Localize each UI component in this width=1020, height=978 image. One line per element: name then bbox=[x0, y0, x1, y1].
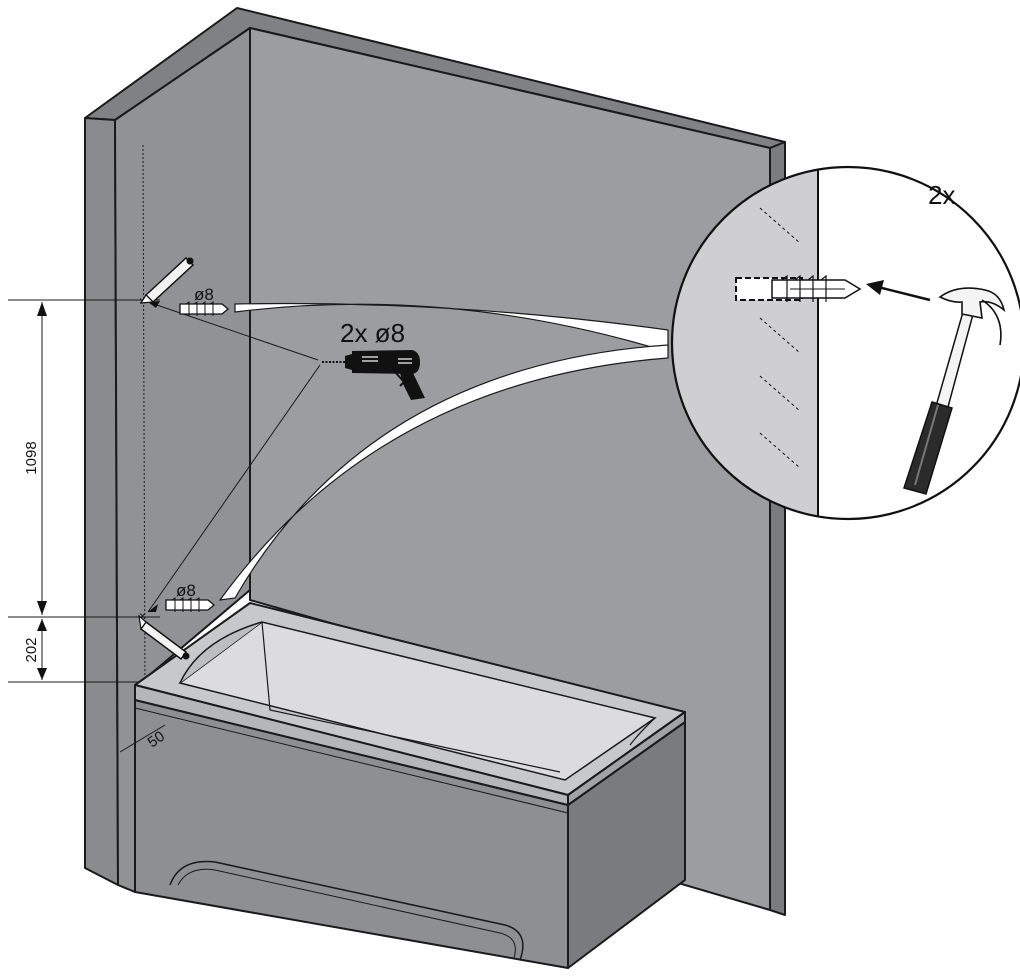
lower-plug-size: ø8 bbox=[176, 581, 196, 600]
pencil-icon bbox=[138, 614, 190, 661]
left-wall-front bbox=[84, 117, 119, 886]
wall-plug-icon bbox=[165, 597, 216, 612]
wall-plug-icon bbox=[179, 301, 230, 316]
detail-count-label: 2x bbox=[928, 180, 955, 210]
tub-basin-back bbox=[261, 621, 561, 773]
tub-basin-curve bbox=[179, 621, 263, 684]
tub-basin-right bbox=[629, 717, 656, 746]
pencil-icon bbox=[139, 256, 195, 304]
upper-plug-size: ø8 bbox=[194, 285, 214, 304]
svg-text:×: × bbox=[139, 609, 146, 623]
hammer-icon bbox=[903, 287, 1006, 495]
dim-label-202: 202 bbox=[23, 637, 40, 662]
dim-label-1098: 1098 bbox=[23, 441, 40, 474]
drill-icon bbox=[322, 350, 425, 400]
tub-front-lip2 bbox=[134, 707, 569, 814]
tub-rim-side bbox=[567, 711, 686, 806]
vertical-guide-line bbox=[142, 144, 146, 691]
drill-spec-label: 2x ø8 bbox=[340, 318, 405, 348]
upper-connector-band bbox=[234, 302, 669, 353]
tub-toe-recess bbox=[169, 860, 524, 961]
connector-bands bbox=[218, 302, 669, 601]
wall-plug-icon bbox=[771, 274, 862, 302]
dimensions: 1098 202 50 bbox=[8, 299, 168, 753]
bathtub bbox=[134, 602, 686, 969]
walls bbox=[84, 7, 786, 916]
dim-label-50: 50 bbox=[145, 728, 168, 751]
lower-connector-band bbox=[218, 344, 669, 601]
